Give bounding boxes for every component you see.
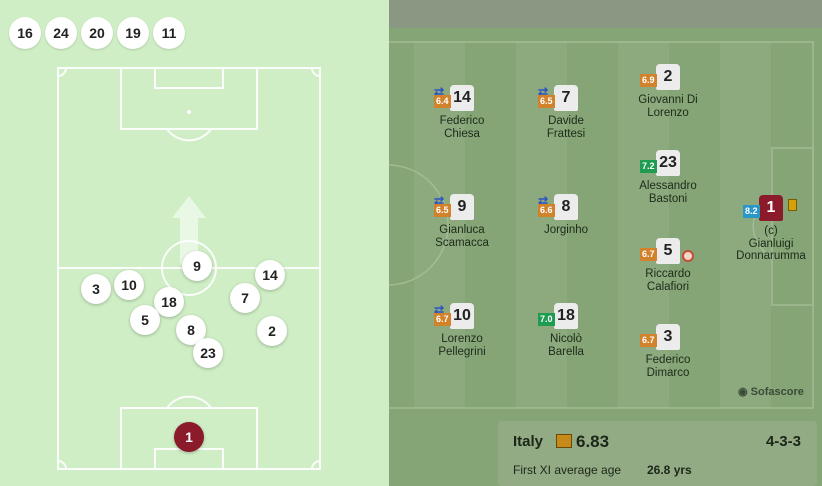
position-node[interactable]: 14 — [255, 260, 285, 290]
substitution-icon: ⇄ — [434, 303, 445, 317]
own-goal-icon — [682, 250, 694, 262]
average-age-value: 26.8 yrs — [647, 463, 692, 477]
pitch-lines — [57, 67, 321, 470]
substitution-icon: ⇄ — [538, 85, 549, 99]
position-node[interactable]: 5 — [130, 305, 160, 335]
formation: 4-3-3 — [765, 433, 801, 450]
average-age-label: First XI average age — [513, 463, 622, 477]
substitute-chip[interactable]: 19 — [117, 17, 149, 49]
substitute-chip[interactable]: 16 — [9, 17, 41, 49]
position-node[interactable]: 2 — [257, 316, 287, 346]
team-name: Italy — [513, 433, 544, 450]
player-rating: 6.5 — [434, 204, 451, 217]
position-node-goalkeeper[interactable]: 1 — [174, 422, 204, 452]
sofascore-logo-icon: ◉ — [738, 386, 748, 398]
lineup-header-bar — [389, 0, 822, 28]
player-name: Jorginho — [543, 224, 589, 236]
team-rating: 6.83 — [576, 432, 610, 451]
player-rating: 7.2 — [640, 160, 657, 173]
average-positions-panel: 16 24 20 19 11 9 14 3 10 7 18 5 8 2 23 1 — [0, 0, 389, 486]
substitute-chip[interactable]: 24 — [45, 17, 77, 49]
position-node[interactable]: 23 — [193, 338, 223, 368]
player-rating: 6.6 — [538, 204, 555, 217]
substitute-chip[interactable]: 20 — [81, 17, 113, 49]
position-node[interactable]: 18 — [154, 287, 184, 317]
team-rating-icon — [556, 434, 572, 448]
player-rating: 8.2 — [743, 205, 760, 218]
substitution-icon: ⇄ — [538, 194, 549, 208]
substitute-chip[interactable]: 11 — [153, 17, 185, 49]
player-rating: 6.7 — [640, 334, 657, 347]
position-node[interactable]: 10 — [114, 270, 144, 300]
position-node[interactable]: 9 — [182, 251, 212, 281]
player-rating: 6.7 — [434, 313, 451, 326]
sofascore-watermark: ◉ Sofascore — [738, 386, 804, 398]
substitution-icon: ⇄ — [434, 194, 445, 208]
player-rating: 6.9 — [640, 74, 657, 87]
substitution-icon: ⇄ — [434, 85, 445, 99]
team-summary: Italy 6.83 4-3-3 First XI average age 26… — [498, 421, 817, 486]
player-rating: 7.0 — [538, 313, 555, 326]
player-rating: 6.5 — [538, 95, 555, 108]
player-rating: 6.7 — [640, 248, 657, 261]
position-node[interactable]: 3 — [81, 274, 111, 304]
position-node[interactable]: 7 — [230, 283, 260, 313]
yellow-card-icon — [788, 199, 797, 211]
player-rating: 6.4 — [434, 95, 451, 108]
